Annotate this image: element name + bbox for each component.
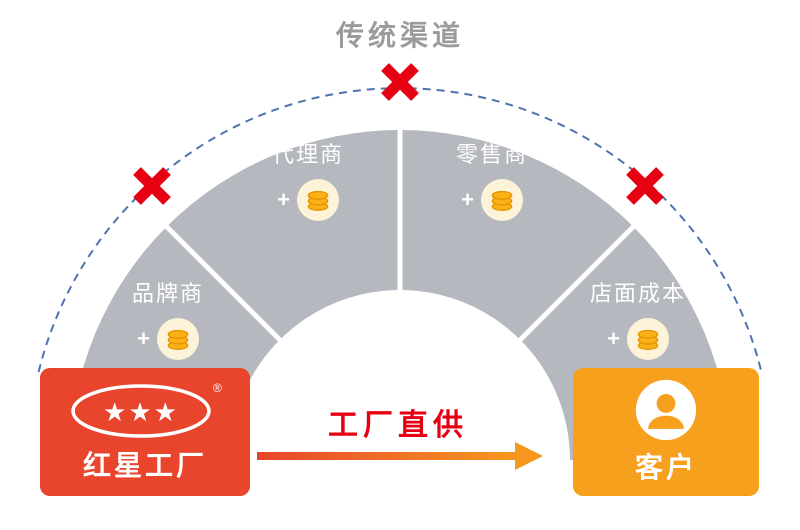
segment-label: 品牌商 — [131, 281, 205, 306]
x-cross-icon — [626, 167, 664, 205]
coin-stack-icon — [480, 179, 523, 221]
cost-indicator: + — [272, 179, 344, 221]
three-stars-oval-logo: ★★★ ® — [71, 381, 222, 438]
segment-dividers — [158, 120, 642, 345]
coin-stack-icon — [626, 318, 669, 360]
registered-mark: ® — [213, 381, 222, 395]
plus-sign: + — [277, 187, 290, 212]
plus-sign: + — [137, 326, 150, 351]
factory-label: 红星工厂 — [82, 450, 207, 481]
diagram-title: 传统渠道 — [335, 20, 464, 51]
person-icon — [635, 379, 697, 441]
segment-label: 店面成本 — [589, 281, 687, 306]
cost-indicator: + — [590, 318, 686, 360]
coin-stack-icon — [296, 179, 339, 221]
segment-brand: 品牌商 + — [132, 276, 204, 360]
customer-label: 客户 — [634, 452, 697, 483]
logo-stars: ★★★ — [103, 397, 179, 427]
x-cross-icon — [133, 167, 171, 205]
segment-agent: 代理商 + — [272, 137, 344, 221]
coin-stack-icon — [156, 318, 199, 360]
factory-card: ★★★ ® 红星工厂 — [40, 368, 250, 496]
segment-retailer: 零售商 + — [456, 137, 528, 221]
plus-sign: + — [461, 187, 474, 212]
direct-supply-label: 工厂直供 — [328, 409, 468, 442]
x-cross-icon — [381, 63, 419, 101]
plus-sign: + — [607, 326, 620, 351]
segment-label: 零售商 — [455, 142, 529, 167]
segment-label: 代理商 — [271, 142, 345, 167]
arrow-head-icon — [515, 442, 543, 470]
direct-supply-arrow — [257, 452, 517, 460]
cost-indicator: + — [456, 179, 528, 221]
customer-card: 客户 — [573, 368, 759, 496]
segment-store-cost: 店面成本 + — [590, 276, 686, 360]
cost-indicator: + — [132, 318, 204, 360]
